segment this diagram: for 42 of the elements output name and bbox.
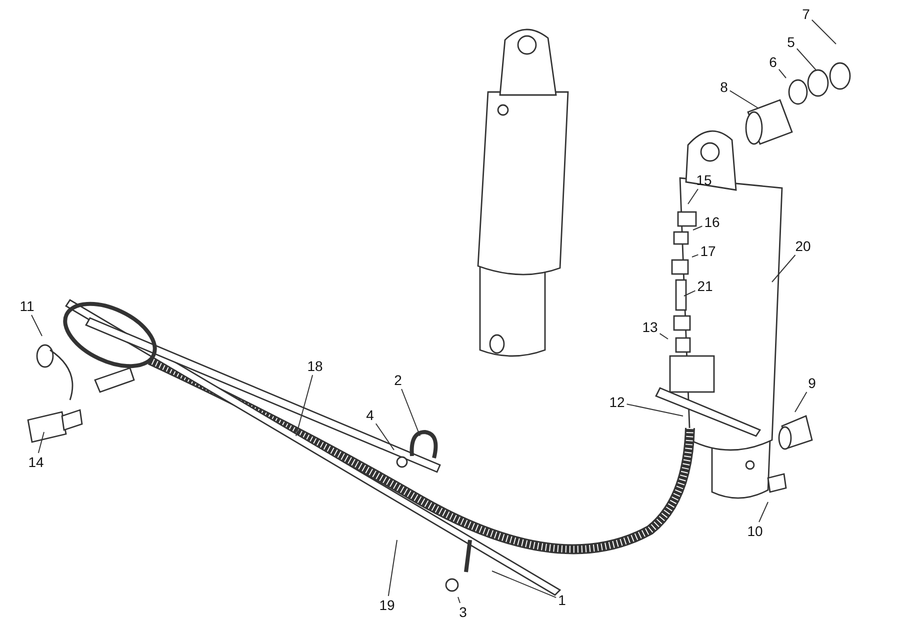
leader-line xyxy=(729,90,758,108)
callout-number: 3 xyxy=(458,604,468,620)
leader-line xyxy=(492,570,557,598)
callout-number: 6 xyxy=(768,54,778,70)
callout-number: 15 xyxy=(695,172,713,188)
callout-number: 10 xyxy=(746,523,764,539)
leader-line xyxy=(778,68,786,78)
callout-number: 21 xyxy=(696,278,714,294)
leader-line xyxy=(758,502,768,522)
callout-number: 11 xyxy=(18,298,36,314)
leader-line xyxy=(794,392,808,412)
callout-number: 18 xyxy=(306,358,324,374)
callout-number: 17 xyxy=(699,243,717,259)
leader-line xyxy=(31,314,42,336)
leader-line xyxy=(688,188,698,204)
callout-number: 8 xyxy=(719,79,729,95)
leader-line xyxy=(692,254,699,258)
callout-number: 16 xyxy=(703,214,721,230)
callout-number: 20 xyxy=(794,238,812,254)
leader-line xyxy=(796,48,816,70)
leader-line xyxy=(375,423,394,450)
leader-line xyxy=(626,404,684,416)
leader-line xyxy=(458,596,460,604)
callout-number: 19 xyxy=(378,597,396,613)
leader-line xyxy=(772,254,796,282)
callout-number: 9 xyxy=(807,375,817,391)
leader-line xyxy=(401,388,420,436)
leader-line xyxy=(692,226,703,230)
callout-number: 7 xyxy=(801,6,811,22)
callout-number: 14 xyxy=(27,454,45,470)
callout-number: 2 xyxy=(393,372,403,388)
leader-line xyxy=(296,374,314,436)
callout-number: 12 xyxy=(608,394,626,410)
leader-line xyxy=(811,19,836,44)
leader-line xyxy=(388,540,398,596)
leader-line xyxy=(38,432,44,454)
callout-number: 1 xyxy=(557,592,567,608)
leader-line xyxy=(659,333,668,340)
leader-line xyxy=(684,290,696,296)
callout-number: 13 xyxy=(641,319,659,335)
callout-number: 5 xyxy=(786,34,796,50)
callout-number: 4 xyxy=(365,407,375,423)
